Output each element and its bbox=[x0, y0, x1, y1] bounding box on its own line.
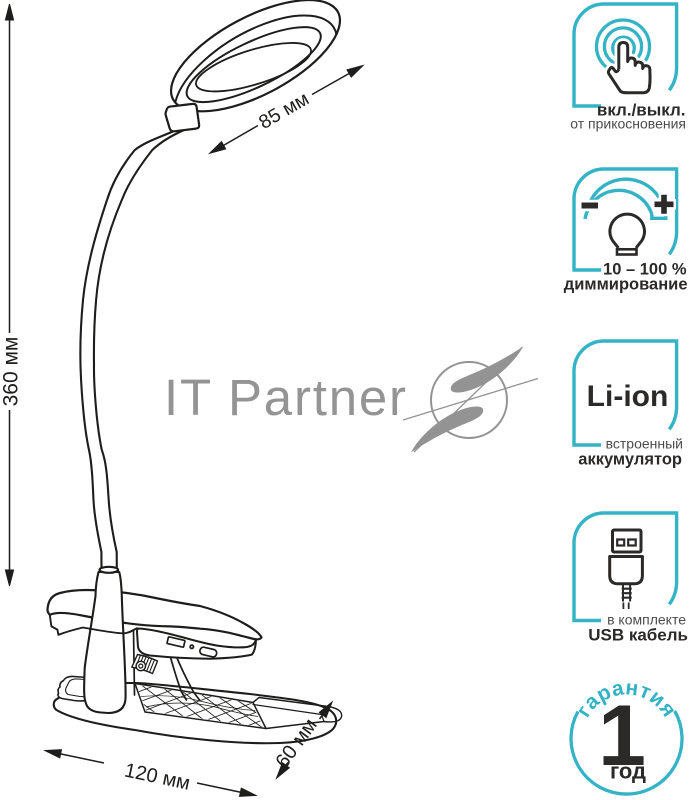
svg-text:1: 1 bbox=[598, 688, 646, 784]
svg-text:10 – 100 %: 10 – 100 % bbox=[603, 261, 687, 279]
svg-text:USB кабель: USB кабель bbox=[588, 626, 688, 645]
svg-text:год: год bbox=[610, 759, 646, 784]
svg-text:360 мм: 360 мм bbox=[0, 337, 23, 407]
svg-text:Li-ion: Li-ion bbox=[587, 380, 669, 413]
svg-text:120 мм: 120 мм bbox=[122, 759, 192, 794]
svg-text:в комплекте: в комплекте bbox=[607, 612, 686, 628]
svg-text:от прикосновения: от прикосновения bbox=[570, 116, 686, 132]
svg-text:аккумулятор: аккумулятор bbox=[578, 451, 682, 469]
svg-text:вкл./выкл.: вкл./выкл. bbox=[597, 101, 686, 120]
svg-text:диммирование: диммирование bbox=[564, 276, 688, 294]
svg-text:встроенный: встроенный bbox=[606, 436, 683, 452]
svg-text:IT Partner: IT Partner bbox=[164, 369, 408, 426]
